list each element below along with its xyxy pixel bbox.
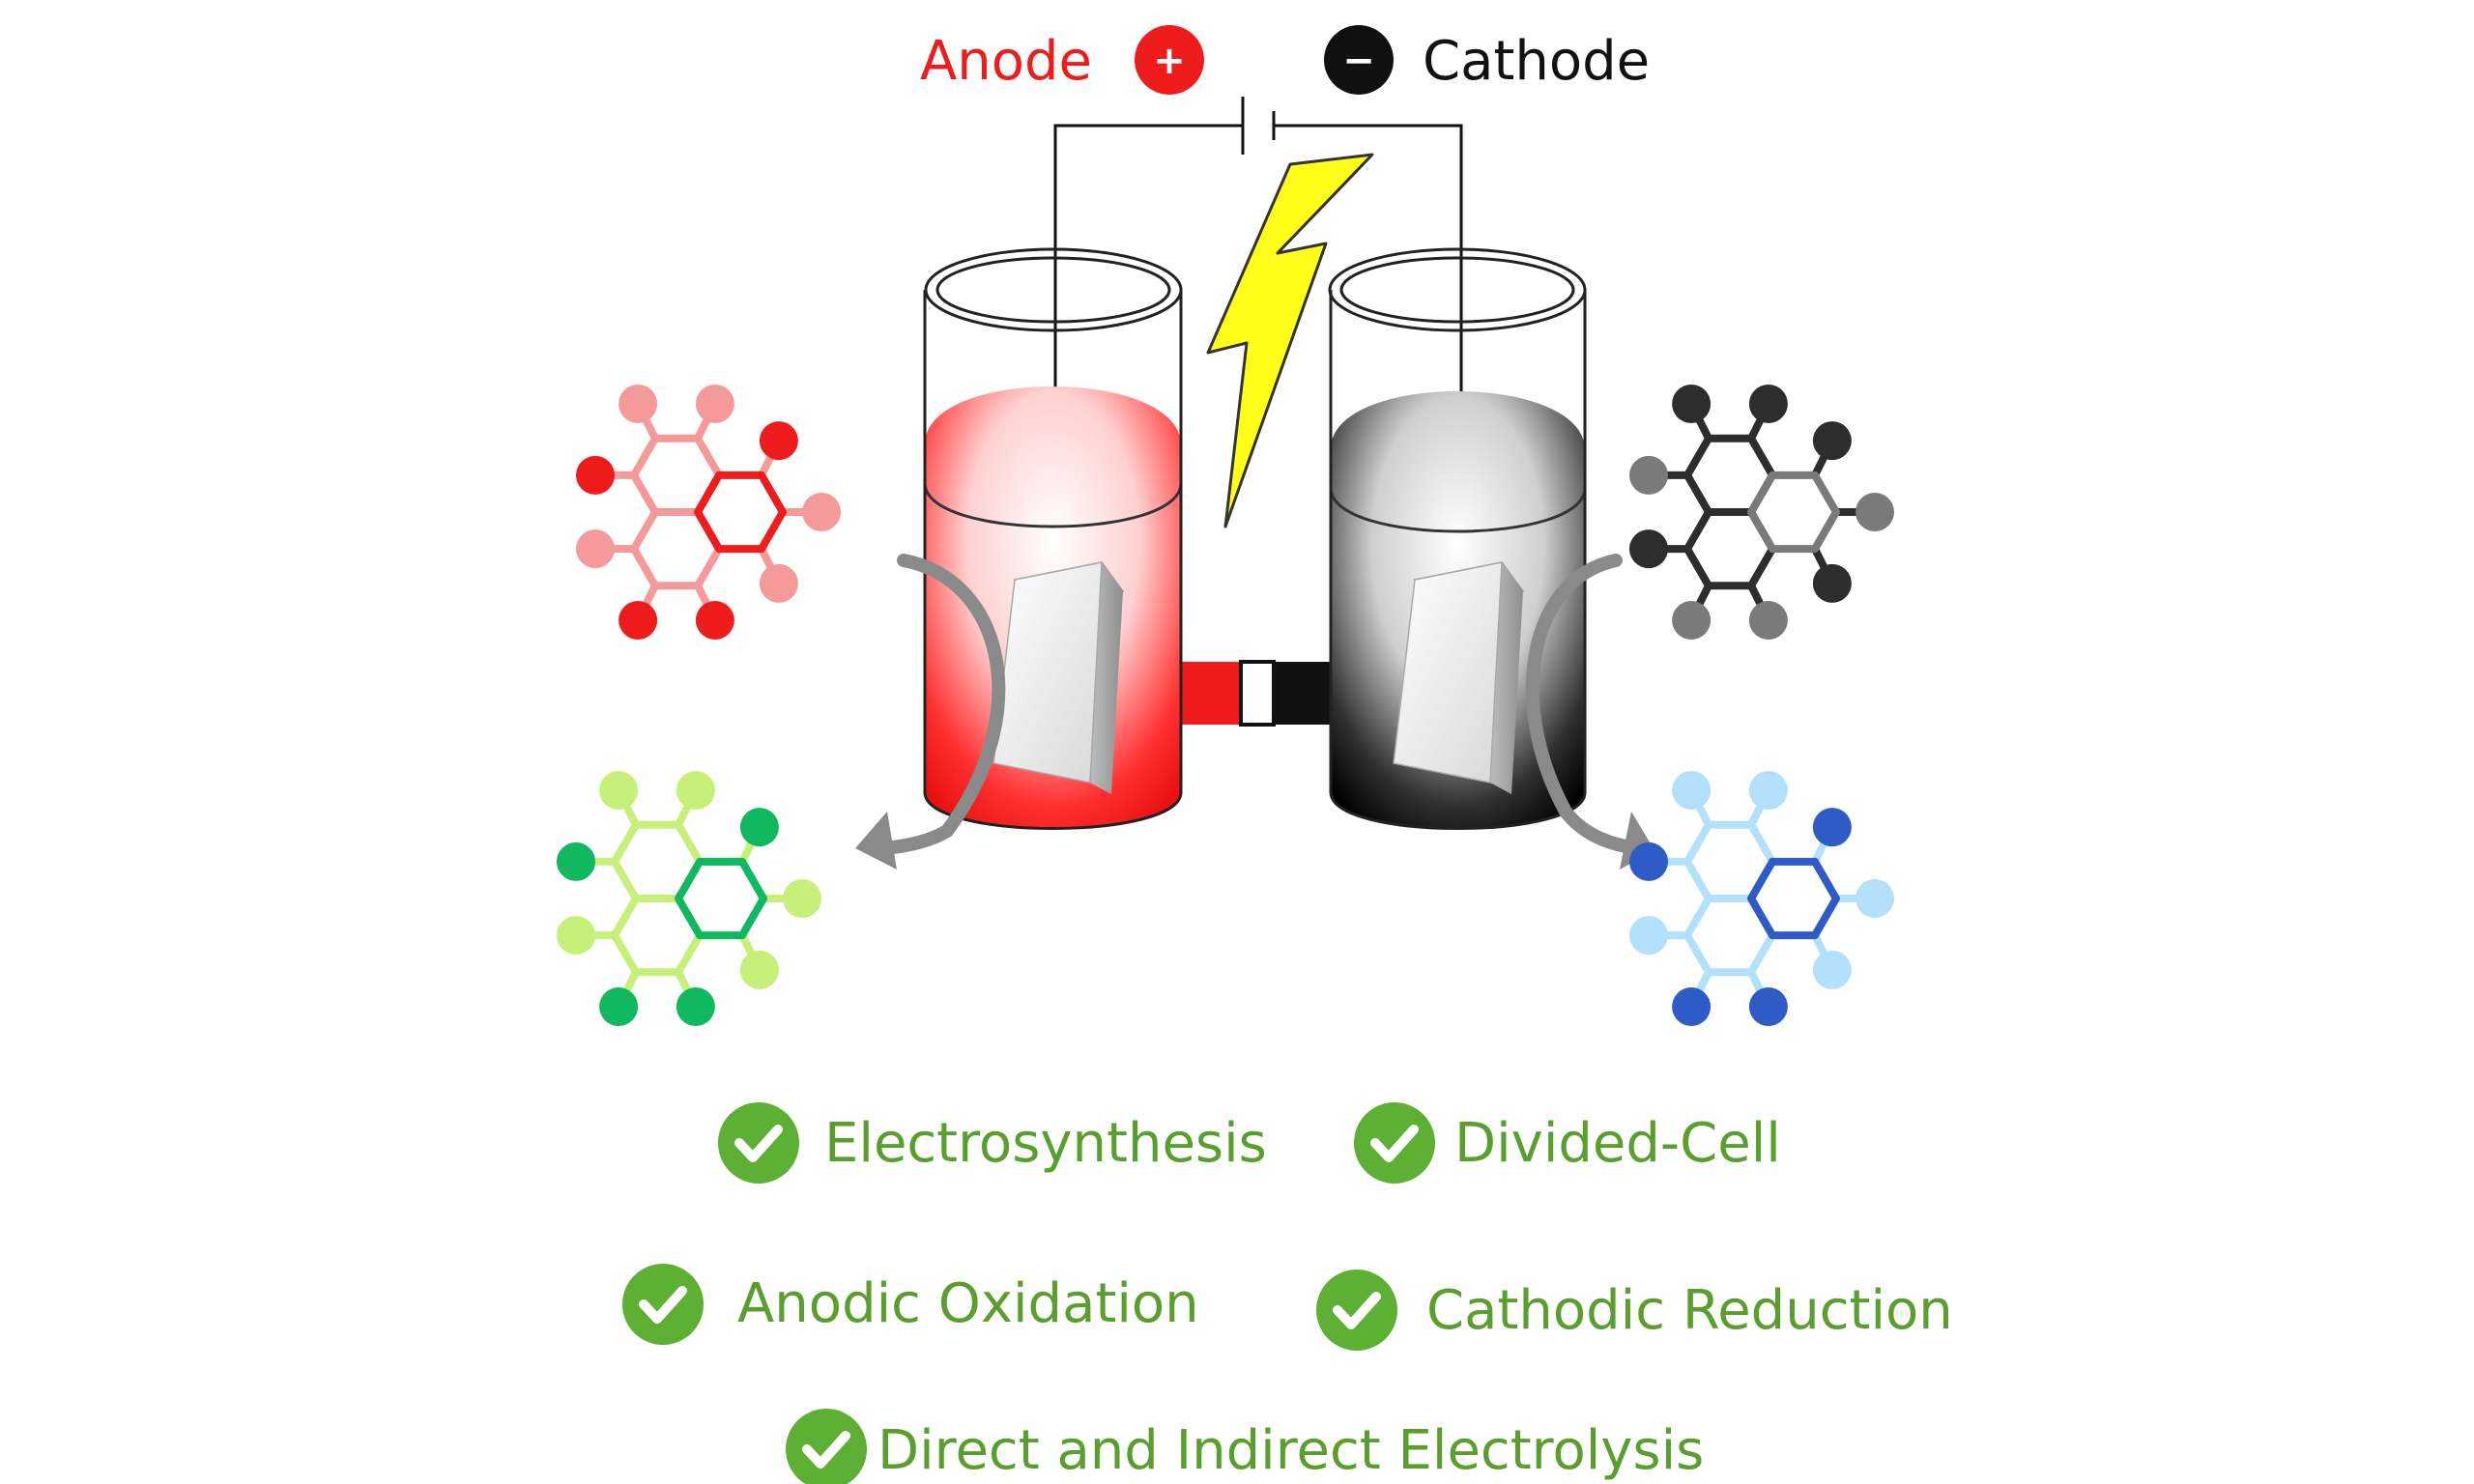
check-icon: [1316, 1270, 1397, 1351]
molecule-icon: [557, 771, 821, 1026]
feature-label: Direct and Indirect Electrolysis: [877, 1419, 1704, 1482]
molecule-icon: [1629, 771, 1894, 1026]
feature-label: Cathodic Reduction: [1426, 1279, 1953, 1342]
molecule-icon: [1629, 385, 1894, 640]
anode-electrode: [992, 561, 1125, 794]
cathode-sign: −: [1342, 39, 1375, 83]
plus-icon: +: [1135, 25, 1204, 95]
check-icon: [718, 1102, 799, 1184]
cathode-electrode: [1393, 561, 1525, 794]
check-icon: [1354, 1102, 1435, 1184]
check-icon: [622, 1264, 704, 1345]
cathode-label: Cathode: [1423, 30, 1650, 93]
minus-icon: −: [1324, 25, 1394, 95]
salt-bridge: [1179, 660, 1334, 727]
feature-item: Electrosynthesis: [718, 1102, 1267, 1184]
feature-item: Cathodic Reduction: [1316, 1270, 1953, 1351]
molecule-group: [557, 385, 1894, 1026]
anode-label: Anode: [920, 30, 1092, 93]
feature-label: Electrosynthesis: [824, 1112, 1267, 1175]
feature-item: Divided-Cell: [1354, 1102, 1781, 1184]
feature-item: Direct and Indirect Electrolysis: [786, 1409, 1704, 1484]
feature-label: Anodic Oxidation: [737, 1272, 1199, 1335]
lightning-bolt-icon: [1206, 153, 1374, 528]
feature-label: Divided-Cell: [1454, 1112, 1781, 1175]
anode-sign: +: [1153, 39, 1186, 83]
molecule-icon: [576, 385, 841, 640]
feature-item: Anodic Oxidation: [622, 1264, 1199, 1345]
feature-list: Electrosynthesis Divided-Cell Anodic Oxi…: [622, 1102, 1953, 1484]
check-icon: [786, 1409, 867, 1484]
